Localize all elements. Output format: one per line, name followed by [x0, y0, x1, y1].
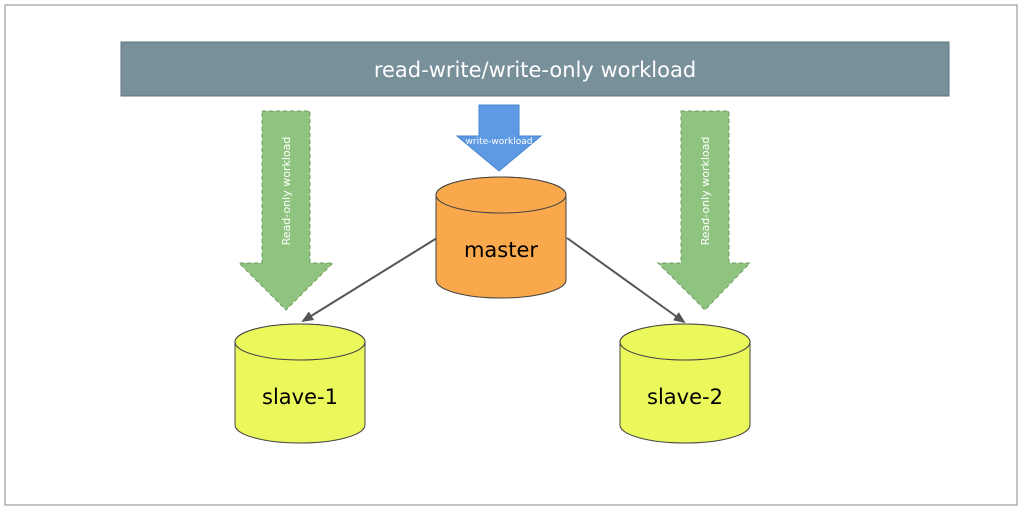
read-only-arrow-left: Read-only workload — [237, 110, 335, 311]
replication-connector-left — [301, 237, 438, 323]
read-only-arrow-right-label: Read-only workload — [699, 137, 712, 246]
slave-2-database-label: slave-2 — [647, 385, 723, 409]
workload-bar-label: read-write/write-only workload — [374, 58, 696, 82]
slave-2-database: slave-2 — [619, 323, 751, 444]
slave-1-database: slave-1 — [234, 323, 366, 444]
slave-1-database-label: slave-1 — [262, 385, 338, 409]
write-workload-arrow: write-workload — [455, 104, 543, 172]
master-database: master — [435, 176, 567, 299]
workload-bar: read-write/write-only workload — [120, 41, 950, 97]
read-only-arrow-right: Read-only workload — [656, 110, 752, 311]
read-only-arrow-left-label: Read-only workload — [280, 137, 293, 246]
replication-connector-right — [566, 237, 686, 324]
master-database-label: master — [464, 238, 538, 262]
write-workload-label: write-workload — [466, 137, 533, 147]
